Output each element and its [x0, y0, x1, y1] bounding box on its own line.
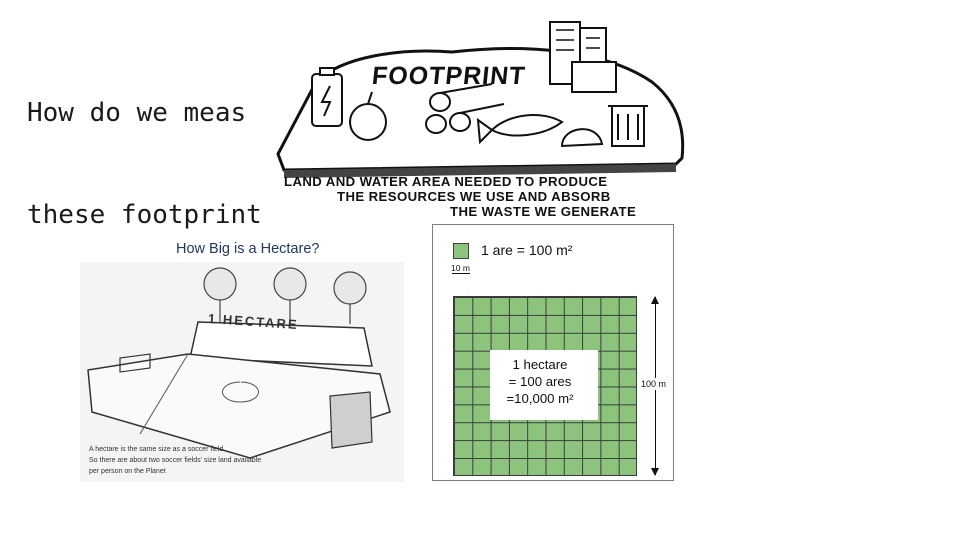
- soccer-field-drawing: [87, 267, 391, 459]
- hectare-label-box: 1 hectare = 100 ares =10,000 m²: [490, 350, 598, 420]
- hectare-line: =10,000 m²: [506, 391, 574, 406]
- hectare-label: 1 hectare = 100 ares =10,000 m²: [490, 356, 590, 407]
- trash-can-icon: [608, 105, 648, 147]
- note-line: per person on the Planet: [89, 468, 166, 475]
- are-label: 1 are = 100 m²: [481, 242, 573, 258]
- length-label: 100 m: [641, 378, 667, 390]
- caption-line: THE WASTE WE GENERATE: [450, 204, 637, 219]
- shell-icon: [560, 128, 604, 148]
- hectare-heading: How Big is a Hectare?: [176, 241, 320, 257]
- hectare-banner: [189, 321, 373, 367]
- slide-title: How do we meas these footprint: [27, 28, 507, 266]
- footprint-illustration: FOOTPRINT LAND AND WATER AREA NEEDED TO …: [272, 18, 690, 222]
- logs-icon: [425, 83, 505, 134]
- hectare-line: 1 hectare: [512, 357, 568, 372]
- caption-line: THE RESOURCES WE USE AND ABSORB: [337, 189, 611, 204]
- side-length-bar: [452, 273, 470, 274]
- hectare-soccer-image: How Big is a Hectare? 1 HECTARE A hectar…: [80, 238, 404, 482]
- caption-line: LAND AND WATER AREA NEEDED TO PRODUCE: [284, 174, 608, 189]
- note-line: A hectare is the same size as a soccer f…: [89, 446, 226, 453]
- slab-edge: [284, 164, 676, 178]
- are-square: [453, 243, 469, 259]
- hectare-note: A hectare is the same size as a soccer f…: [89, 444, 329, 477]
- apple-icon: [349, 91, 387, 141]
- footprint-heading: FOOTPRINT: [370, 62, 527, 90]
- hectare-line: = 100 ares: [508, 374, 572, 389]
- title-line: How do we meas: [27, 98, 247, 128]
- soccer-field-illustration: 1 HECTARE: [80, 262, 404, 482]
- side-length-label: 10 m: [451, 263, 470, 273]
- footprint-drawing: [276, 21, 685, 178]
- title-line: these footprint: [27, 200, 262, 230]
- hectare-grid-diagram: 1 are = 100 m² 10 m 1 hectare = 100 ares…: [432, 224, 674, 481]
- note-line: So there are about two soccer fields’ si…: [89, 457, 262, 464]
- buildings-icon: [549, 21, 617, 93]
- battery-icon: [311, 67, 343, 127]
- fish-icon: [476, 114, 564, 145]
- goal-icon: [119, 353, 151, 373]
- trees-icon: [203, 267, 367, 324]
- goal-icon: [329, 391, 373, 449]
- footprint-caption: LAND AND WATER AREA NEEDED TO PRODUCE TH…: [284, 174, 684, 219]
